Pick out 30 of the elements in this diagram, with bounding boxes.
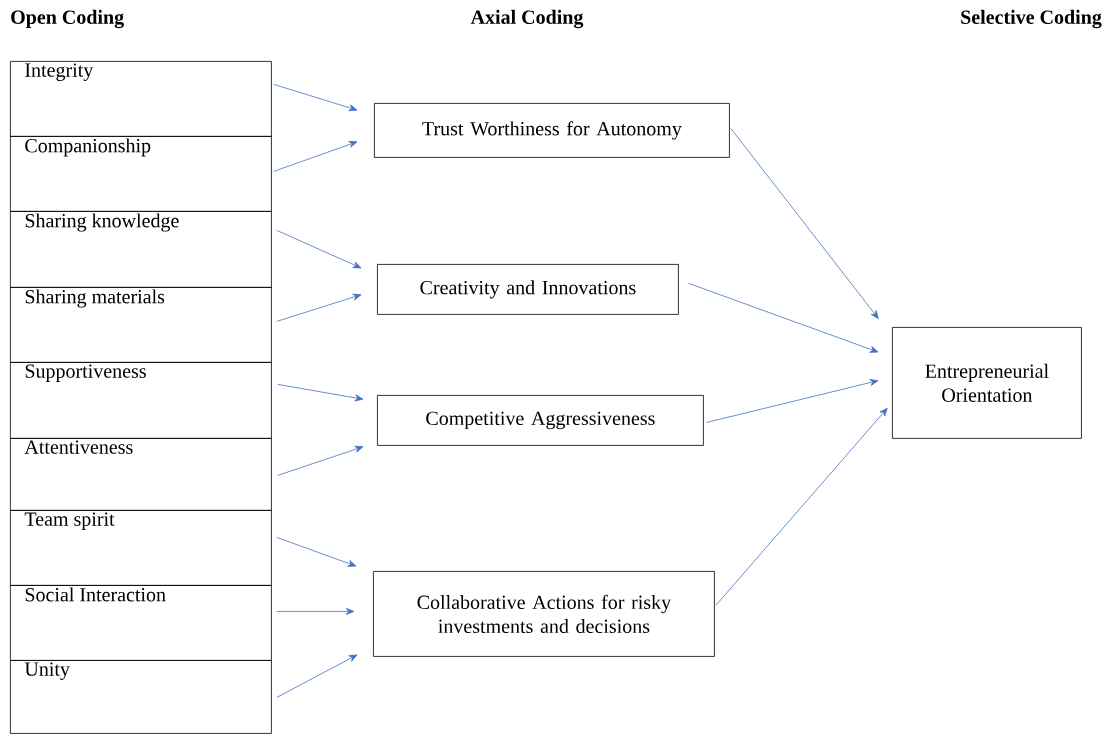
concept-box: Trust Worthiness for Autonomy [374,103,730,158]
arrow [706,379,879,423]
column-heading: Selective Coding [961,9,1102,29]
column-heading: Axial Coding [470,9,584,29]
arrow [277,384,364,402]
arrow [273,141,358,172]
arrow [276,293,362,322]
list-cell: Supportiveness [10,362,272,439]
column-heading: Open Coding [11,9,124,29]
list-cell: Sharing knowledge [10,211,272,288]
concept-box: Collaborative Actions for risky investments and decisions [373,571,715,657]
list-cell: Companionship [10,136,272,212]
arrow [276,607,355,615]
list-cell: Integrity [10,61,272,137]
arrow [730,128,879,319]
arrow [276,537,357,567]
list-cell: Team spirit [10,510,272,586]
arrow [276,230,362,269]
list-cell: Unity [10,660,272,734]
arrow [273,84,358,112]
arrow [277,445,364,476]
arrow [715,407,888,606]
arrow [276,654,358,698]
concept-box: Entrepreneurial Orientation [892,327,1082,439]
list-cell: Social Interaction [10,585,272,661]
concept-box: Competitive Aggressiveness [377,395,704,446]
list-cell: Sharing materials [10,287,272,363]
list-cell: Attentiveness [10,438,272,511]
arrow [688,283,879,353]
concept-box: Creativity and Innovations [377,264,679,315]
